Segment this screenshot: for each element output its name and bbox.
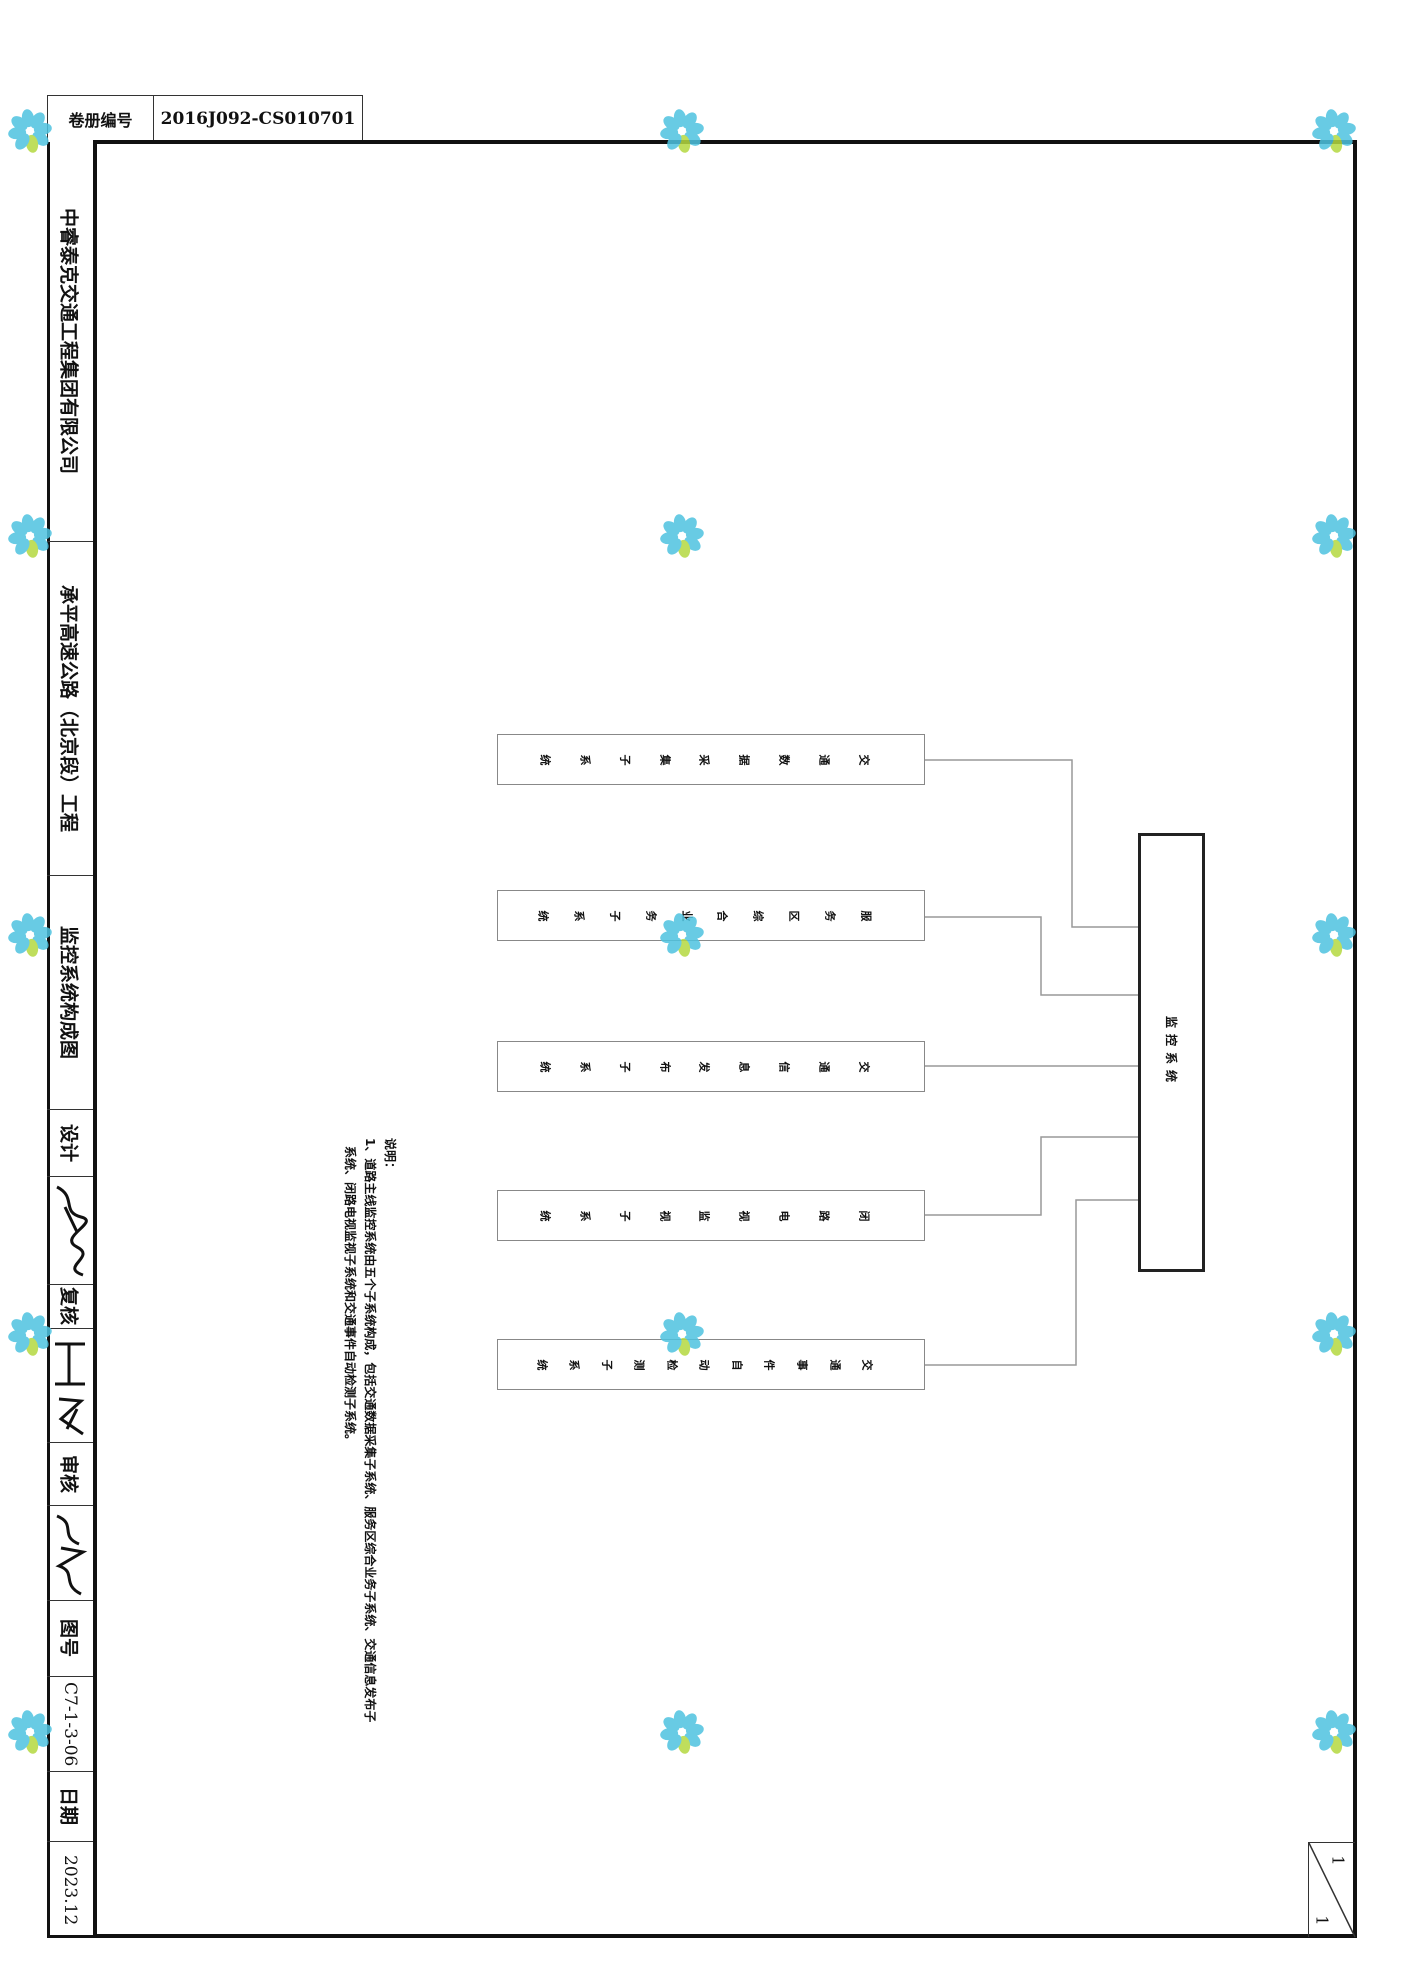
subsystem-label-char: 服 (859, 910, 873, 921)
notes-line-2: 系统、闭路电视监视子系统和交通事件自动检测子系统。 (343, 1146, 357, 1447)
monitoring-system-box: 监控系统 (1138, 833, 1205, 1272)
project-cell: 承平高速公路（北京段）工程 (47, 542, 93, 876)
subsystem-label-char: 合 (715, 910, 729, 921)
title-block: 中睿泰克交通工程集团有限公司 承平高速公路（北京段）工程 监控系统构成图 设计 … (47, 142, 93, 1938)
design-signature (47, 1177, 93, 1285)
subsystem-label-char: 自 (730, 1359, 744, 1370)
sheet-current: 1 (1328, 1855, 1348, 1866)
subsystem-label-char: 视 (737, 1210, 751, 1221)
signature-icon (55, 1342, 85, 1435)
subsystem-label-char: 数 (777, 754, 791, 765)
subsystem-label-char: 区 (787, 910, 801, 921)
subsystem-label-char: 子 (608, 910, 622, 921)
subsystem-label-char: 系 (567, 1359, 581, 1370)
monitoring-system-label: 监控系统 (1164, 1016, 1178, 1089)
volume-label: 卷册编号 (48, 96, 154, 142)
subsystem-label-char: 综 (751, 910, 765, 921)
date-cell: 2023.12 (47, 1842, 93, 1938)
approve-signature (47, 1506, 93, 1601)
subsystem-box-cctv: 闭路电视监视子系统 (497, 1190, 925, 1241)
subsystem-label-char: 通 (817, 1061, 831, 1072)
drawing-title: 监控系统构成图 (57, 925, 80, 1059)
subsystem-label-char: 务 (823, 910, 837, 921)
subsystem-label-char: 发 (697, 1061, 711, 1072)
sheet-number-box: 1 1 (1308, 1842, 1356, 1938)
subsystem-label-char: 采 (697, 754, 711, 765)
sheet-total: 1 (1312, 1915, 1332, 1926)
subsystem-box-info-release: 交通信息发布子系统 (497, 1041, 925, 1092)
volume-number-table: 卷册编号 2016J092-CS010701 (47, 95, 363, 142)
company-name: 中睿泰克交通工程集团有限公司 (57, 208, 80, 475)
subsystem-label-char: 监 (697, 1210, 711, 1221)
subsystem-box-service-area: 服务区综合业务子系统 (497, 890, 925, 941)
drawing-no-label: 图号 (57, 1619, 80, 1658)
review-label-cell: 复核 (47, 1285, 93, 1329)
subsystem-label-char: 子 (600, 1359, 614, 1370)
subsystem-label-char: 通 (817, 754, 831, 765)
drawing-no-label-cell: 图号 (47, 1601, 93, 1677)
subsystem-label-char: 统 (538, 1061, 552, 1072)
connector-5 (925, 1199, 1138, 1366)
subsystem-label-char: 子 (618, 1061, 632, 1072)
subsystem-label-char: 系 (578, 754, 592, 765)
design-label: 设计 (57, 1123, 80, 1162)
subsystem-label-char: 交 (860, 1359, 874, 1370)
subsystem-label-char: 系 (578, 1210, 592, 1221)
signature-icon (55, 1514, 88, 1595)
title-cell: 监控系统构成图 (47, 876, 93, 1110)
notes: 说明： 1、道路主线监控系统由五个子系统构成，包括交通数据采集子系统、服务区综合… (340, 1138, 400, 1778)
subsystem-label-char: 动 (697, 1359, 711, 1370)
company-cell: 中睿泰克交通工程集团有限公司 (47, 142, 93, 542)
subsystem-label-char: 统 (535, 1359, 549, 1370)
subsystem-label-char: 集 (658, 754, 672, 765)
volume-number: 2016J092-CS010701 (160, 109, 356, 129)
review-signature (47, 1329, 93, 1443)
subsystem-box-incident-detection: 交通事件自动检测子系统 (497, 1339, 925, 1390)
drawing-frame (93, 140, 1357, 1938)
subsystem-label-char: 统 (538, 1210, 552, 1221)
approve-label-cell: 审核 (47, 1443, 93, 1506)
subsystem-label-char: 测 (632, 1359, 646, 1370)
subsystem-label-char: 统 (536, 910, 550, 921)
subsystem-label-char: 系 (572, 910, 586, 921)
subsystem-label-char: 据 (737, 754, 751, 765)
subsystem-label-char: 信 (777, 1061, 791, 1072)
subsystem-label-char: 系 (578, 1061, 592, 1072)
date-label: 日期 (57, 1787, 80, 1826)
date: 2023.12 (60, 1854, 80, 1926)
notes-line-1: 1、道路主线监控系统由五个子系统构成，包括交通数据采集子系统、服务区综合业务子系… (363, 1138, 377, 1723)
review-label: 复核 (57, 1287, 80, 1326)
signature-icon (56, 1185, 88, 1276)
date-label-cell: 日期 (47, 1772, 93, 1842)
drawing-no: C7-1-3-06 (60, 1681, 80, 1767)
subsystem-label-char: 视 (658, 1210, 672, 1221)
subsystem-label-char: 业 (680, 910, 694, 921)
diagonal-divider (1309, 1843, 1356, 1938)
subsystem-label-char: 事 (795, 1359, 809, 1370)
subsystem-label-char: 交 (857, 1061, 870, 1072)
subsystem-label-char: 路 (817, 1210, 831, 1221)
subsystem-label-char: 子 (618, 1210, 632, 1221)
subsystem-label-char: 电 (777, 1210, 791, 1221)
subsystem-label-char: 件 (762, 1359, 776, 1370)
subsystem-label-char: 息 (737, 1061, 751, 1072)
drawing-no-cell: C7-1-3-06 (47, 1677, 93, 1772)
subsystem-label-char: 务 (644, 910, 658, 921)
subsystem-label-char: 布 (658, 1061, 672, 1072)
connector-1 (925, 759, 1138, 928)
subsystem-label-char: 检 (665, 1359, 679, 1370)
design-label-cell: 设计 (47, 1110, 93, 1177)
subsystem-label-char: 子 (618, 754, 632, 765)
subsystem-box-traffic-data: 交通数据采集子系统 (497, 734, 925, 785)
notes-heading: 说明： (383, 1138, 397, 1175)
connector-4 (925, 1136, 1138, 1216)
subsystem-label-char: 闭 (857, 1210, 870, 1221)
subsystem-label-char: 交 (857, 754, 870, 765)
project-name: 承平高速公路（北京段）工程 (57, 584, 80, 832)
approve-label: 审核 (57, 1454, 80, 1493)
connector-2 (925, 916, 1138, 996)
subsystem-label-char: 统 (538, 754, 552, 765)
subsystem-label-char: 通 (828, 1359, 842, 1370)
